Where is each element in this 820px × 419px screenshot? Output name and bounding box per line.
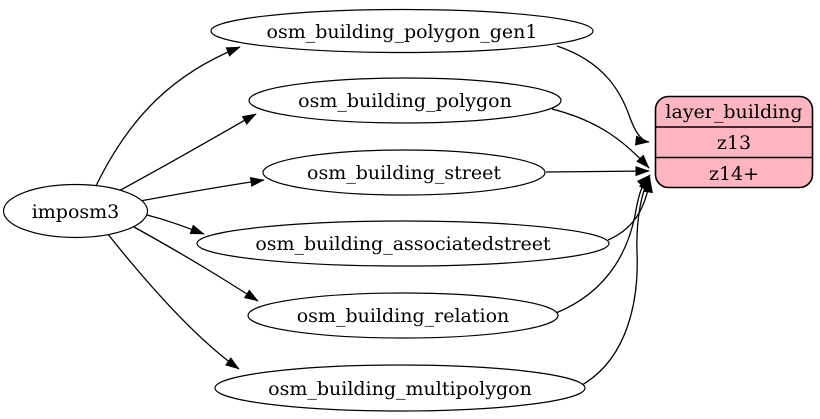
table-ellipse: [214, 364, 586, 412]
edge-imposm3-to-osm-building-street: [139, 177, 265, 202]
layer-row-z14: z14+: [709, 163, 759, 185]
edge-osm-building-polygon-gen1-to-z13: [556, 45, 650, 146]
table-label: osm_building_relation: [297, 305, 510, 327]
table-ellipse: [262, 149, 546, 196]
layer-row-z13: z13: [717, 132, 751, 154]
node-osm-building-associatedstreet: osm_building_associatedstreet: [196, 220, 610, 267]
table-ellipse: [247, 292, 559, 339]
table-label: osm_building_street: [307, 162, 501, 184]
node-osm-building-street: osm_building_street: [262, 149, 546, 196]
edge-imposm3-to-osm-building-multipolygon: [106, 232, 240, 370]
edge-imposm3-to-osm-building-polygon: [114, 113, 257, 194]
source-edges: [94, 46, 265, 370]
table-label: osm_building_multipolygon: [268, 378, 532, 400]
edge-osm-building-associatedstreet-to-z14: [607, 178, 653, 241]
edge-osm-building-multipolygon-to-z14: [581, 176, 651, 386]
edge-osm-building-polygon-to-z14: [551, 108, 650, 169]
table-ellipse: [196, 220, 610, 267]
table-label: osm_building_polygon: [298, 90, 512, 112]
edge-imposm3-to-osm-building-relation: [133, 226, 259, 302]
table-label: osm_building_polygon_gen1: [267, 21, 538, 43]
node-osm-building-relation: osm_building_relation: [247, 292, 559, 339]
node-osm-building-polygon-gen1: osm_building_polygon_gen1: [210, 8, 594, 54]
imposm3-label: imposm3: [32, 201, 120, 223]
layer-building-title: layer_building: [665, 101, 802, 123]
table-label: osm_building_associatedstreet: [255, 233, 551, 255]
layer-edges: [545, 45, 653, 386]
node-osm-building-multipolygon: osm_building_multipolygon: [214, 364, 586, 412]
node-layer-building: layer_building z13 z14+: [654, 95, 814, 189]
table-ellipse: [210, 8, 594, 54]
edge-imposm3-to-osm-building-polygon-gen1: [94, 46, 241, 189]
edge-imposm3-to-osm-building-associatedstreet: [146, 214, 205, 235]
layer-building-box: [654, 95, 814, 189]
table-ellipse: [248, 77, 562, 124]
node-osm-building-polygon: osm_building_polygon: [248, 77, 562, 124]
node-imposm3: imposm3: [2, 183, 149, 239]
edge-osm-building-street-to-z14: [545, 166, 650, 177]
imposm3-ellipse: [2, 183, 149, 239]
